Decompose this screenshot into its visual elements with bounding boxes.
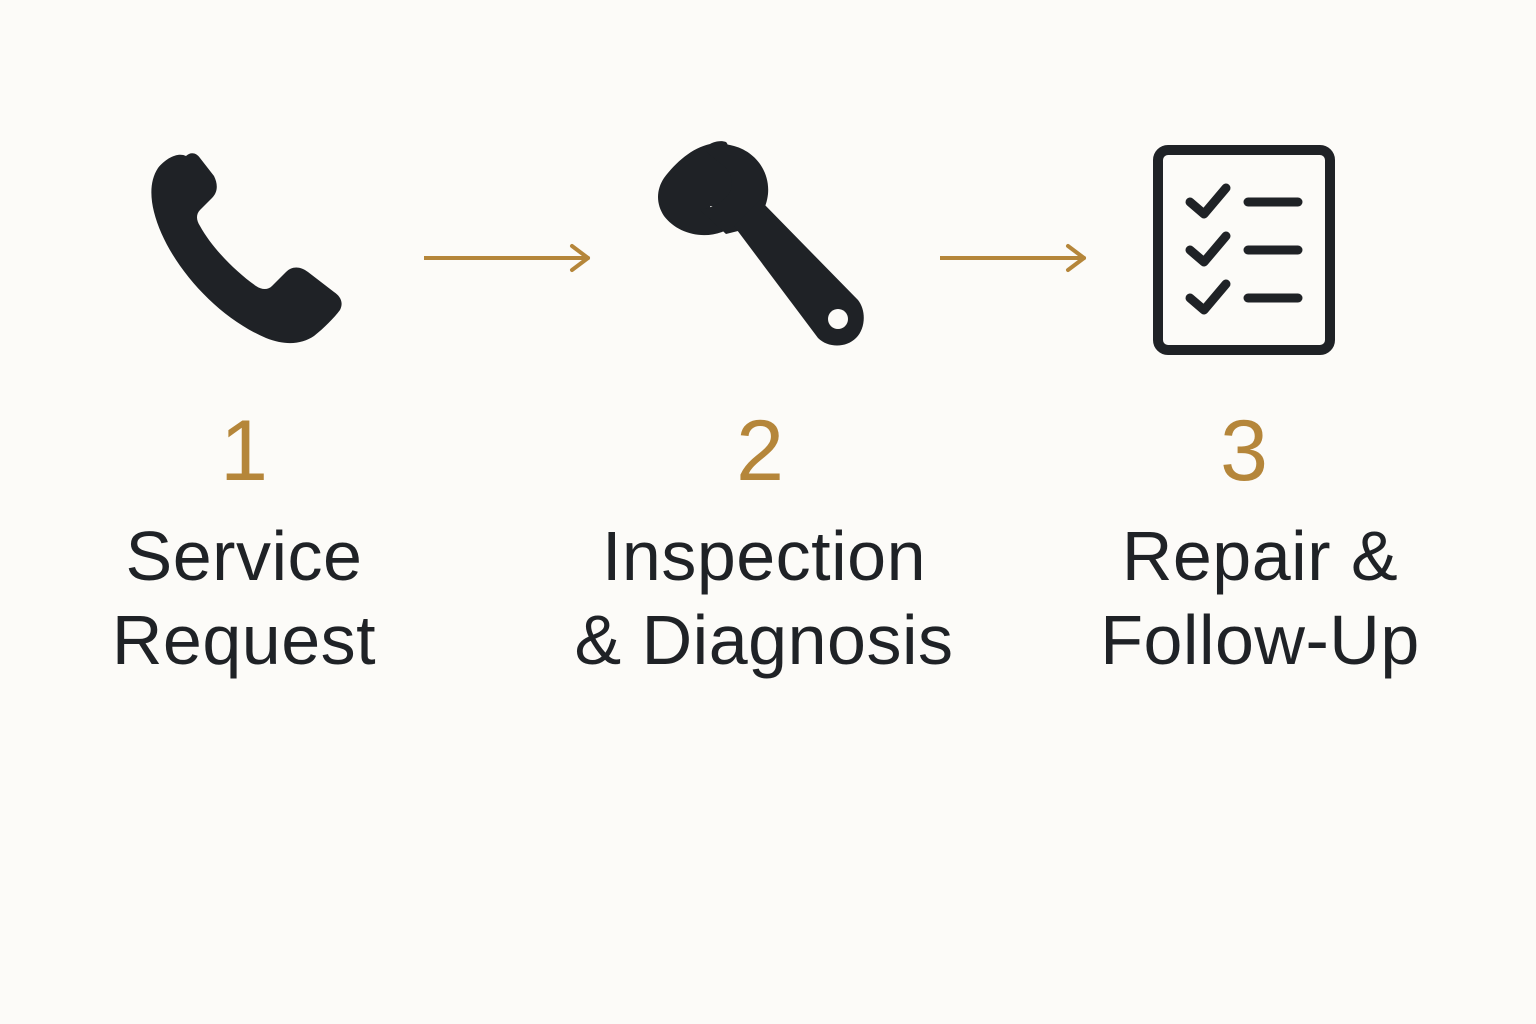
step-label-line: Follow-Up [1100, 601, 1420, 679]
phone-icon [148, 150, 348, 350]
step-label: Inspection & Diagnosis [544, 514, 984, 682]
step-number: 1 [220, 403, 268, 499]
step-label-line: Repair & [1121, 517, 1399, 595]
checklist-icon [1152, 144, 1336, 356]
arrow-right-icon [424, 242, 596, 274]
step-number: 2 [736, 403, 784, 499]
step-label-line: & Diagnosis [574, 601, 954, 679]
step-label-line: Inspection [601, 517, 927, 595]
step-label-line: Service [125, 517, 363, 595]
step-label: Service Request [24, 514, 464, 682]
step-number: 3 [1220, 403, 1268, 499]
step-label: Repair & Follow-Up [1040, 514, 1480, 682]
arrow-right-icon [940, 242, 1092, 274]
wrench-icon [652, 138, 872, 358]
step-label-line: Request [111, 601, 377, 679]
